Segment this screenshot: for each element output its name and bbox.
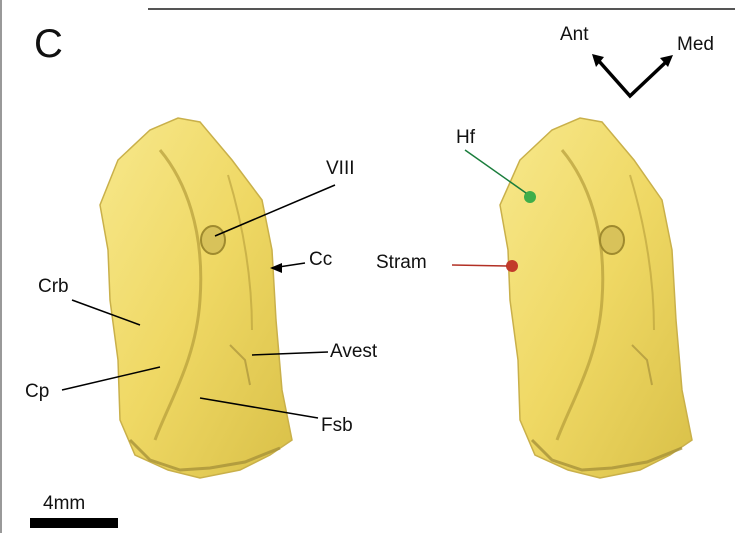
orientation-arrows (598, 60, 666, 96)
avest-label: Avest (330, 341, 377, 363)
stram-marker (506, 260, 518, 272)
stram-leader (452, 265, 507, 266)
fsb-label: Fsb (321, 415, 353, 437)
right-specimen (500, 118, 692, 478)
panel-letter: C (34, 22, 63, 67)
viii-label: VIII (326, 158, 355, 180)
cc-label: Cc (309, 249, 332, 271)
scale-bar (30, 518, 118, 528)
left-specimen (100, 118, 292, 478)
crb-label: Crb (38, 276, 69, 298)
cp-label: Cp (25, 381, 49, 403)
scale-bar-label: 4mm (43, 493, 85, 515)
hf-label: Hf (456, 127, 475, 149)
medial-label: Med (677, 34, 714, 56)
anterior-label: Ant (560, 24, 589, 46)
stram-label: Stram (376, 252, 427, 274)
